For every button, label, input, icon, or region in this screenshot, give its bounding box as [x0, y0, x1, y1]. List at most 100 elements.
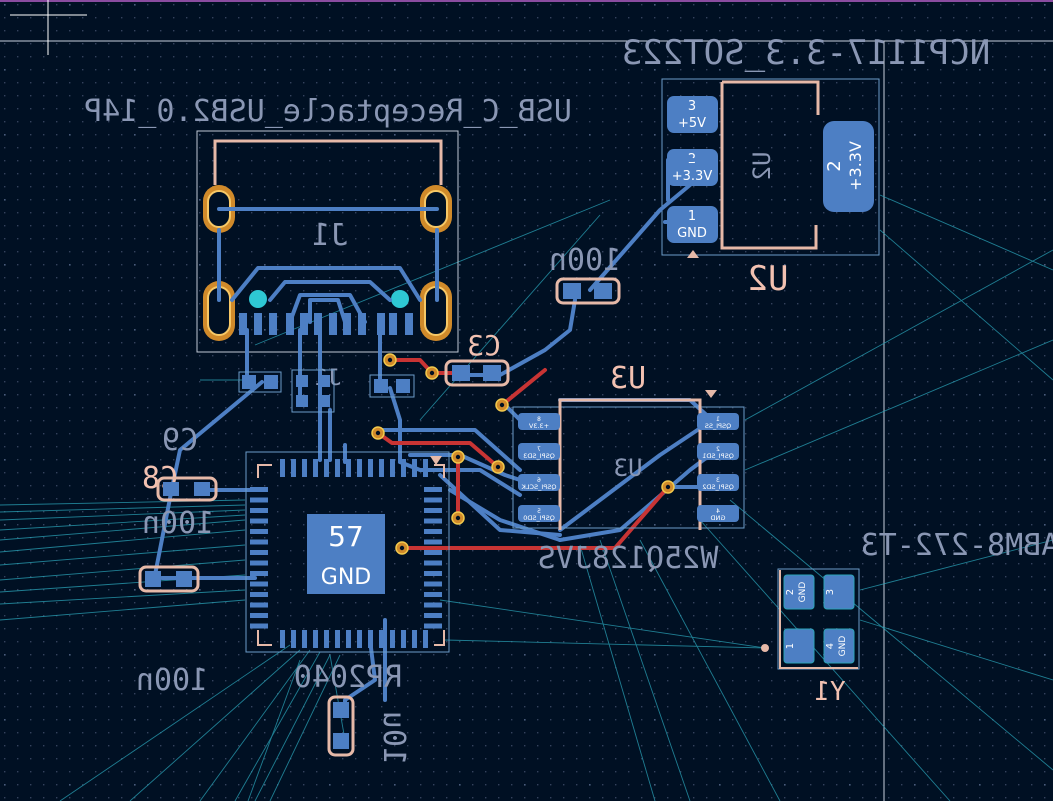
qfn-pad-left	[250, 508, 268, 513]
j1-pin-pad	[377, 313, 385, 335]
c3-pad-2	[594, 283, 612, 299]
j1-pin-pad	[254, 313, 262, 335]
footprint-u3[interactable]: U3 U3 W25Q128JVS 8+3.3V7QSPI_SD36QSPI_SC…	[512, 361, 745, 576]
qfn-pad-left	[250, 571, 268, 576]
qfn-pad-bottom	[335, 630, 340, 648]
c-left-value: 100n	[136, 663, 208, 698]
qfn-pad-left	[250, 560, 268, 566]
qfn-pad-right	[424, 529, 442, 534]
u3-pad-num: 8	[537, 416, 541, 423]
qfn-pad-right	[424, 518, 442, 524]
qfn-pad-top	[390, 459, 395, 477]
y1-pad-3[interactable]: 3	[823, 574, 855, 610]
qfn-pad-top	[291, 459, 296, 477]
qfn-pad-bottom	[401, 630, 406, 648]
u3-pad-num: 7	[537, 446, 541, 453]
y1-ref: Y1	[814, 677, 845, 707]
j1-pin-pad	[358, 313, 366, 335]
footprint-c9-c8[interactable]: C9 C8 100n 100n	[136, 423, 218, 698]
rp2040-pin1-marker	[430, 456, 442, 465]
u3-pad-net: QSPI_SD1	[702, 452, 734, 460]
qfn-pad-top	[379, 459, 384, 477]
u3-courtyard	[512, 406, 745, 529]
u2-pad-net: +3.3V	[672, 169, 713, 184]
c3-outline	[555, 277, 621, 305]
qfn-pad-top	[335, 459, 340, 477]
u3-pad-net: QSPI_SD0	[523, 514, 555, 522]
u3-pad-net: +3.3V	[528, 422, 549, 430]
qfn-pad-bottom	[390, 630, 395, 648]
footprint-cap-10u[interactable]: 10u	[327, 695, 411, 765]
footprint-u2[interactable]: NCP1117-3.3_SOT223 U2 U2 3+5V2+3.3V1GND …	[622, 33, 990, 299]
y1-pad-num: 4	[825, 643, 836, 649]
qfn-pad-bottom	[379, 630, 384, 648]
vias	[371, 353, 675, 555]
qfn-pad-right	[424, 487, 442, 492]
u2-pad-net: GND	[677, 226, 707, 241]
u2-courtyard	[661, 78, 880, 256]
u3-pad-num: 1	[716, 416, 720, 423]
ep-net: GND	[321, 565, 371, 590]
c9-ref: C9	[162, 423, 198, 458]
qfn-pad-left	[250, 581, 268, 587]
u3-pad-8[interactable]: 8+3.3V	[518, 413, 560, 430]
u3-pad-num: 6	[537, 477, 541, 484]
u2-tab-pad[interactable]: 2 +3.3V	[823, 121, 874, 212]
u2-ref-fab: U2	[748, 152, 776, 181]
qfn-pad-right	[424, 497, 442, 503]
j1-value-label: USB_C_Receptacle_USB2.0_14P	[84, 94, 572, 129]
qfn-pad-right	[424, 571, 442, 576]
u2-pad-3[interactable]: 3+5V	[667, 96, 718, 133]
qfn-pad-top	[423, 459, 428, 477]
u3-pad-net: QSPI_SD2	[702, 483, 734, 491]
qfn-pad-bottom	[368, 630, 373, 648]
qfn-pad-bottom	[280, 630, 285, 648]
u3-pin1-marker	[705, 390, 717, 398]
u3-value-label: W25Q128JVS	[538, 541, 719, 576]
u2-value-label: NCP1117-3.3_SOT223	[622, 33, 990, 73]
y1-pad-net: GND	[838, 636, 848, 657]
qfn-pad-bottom	[324, 630, 329, 648]
y1-pad-1[interactable]: 1	[783, 628, 815, 664]
c3-value-label: 100n	[549, 243, 621, 278]
c3-bottom-outline	[444, 359, 510, 387]
qfn-pad-left	[250, 613, 268, 618]
qfn-pad-left	[250, 497, 268, 503]
qfn-pad-left	[250, 529, 268, 534]
front-copper-traces	[376, 358, 670, 550]
u2-pad-num: 1	[688, 209, 696, 224]
u3-ref-fab: U3	[614, 454, 643, 482]
u3-pad-net: QSPI_SD3	[523, 452, 555, 460]
u2-tab-net: +3.3V	[846, 141, 865, 191]
u2-pad-2[interactable]: 2+3.3V	[667, 149, 718, 186]
footprint-c3[interactable]: 100n C3	[444, 243, 621, 387]
qfn-pad-bottom	[346, 630, 351, 648]
u3-pad-net: GND	[711, 514, 726, 522]
j1-courtyard	[196, 130, 459, 353]
rp2040-ep-pad[interactable]: 57 GND	[307, 514, 385, 594]
footprint-rp2040[interactable]: 57 GND RP2040	[245, 451, 450, 695]
small-caps-j1	[238, 369, 415, 413]
u2-pad-num: 3	[688, 99, 696, 114]
c3-ref: C3	[467, 329, 501, 362]
qfn-pad-bottom	[302, 630, 307, 648]
ep-num: 57	[328, 520, 364, 553]
j1-pin-pad	[239, 313, 247, 335]
u3-pad-num: 4	[716, 508, 720, 515]
qfn-pad-top	[357, 459, 362, 477]
qfn-pad-right	[424, 623, 442, 629]
c8-value: 100n	[142, 506, 214, 541]
